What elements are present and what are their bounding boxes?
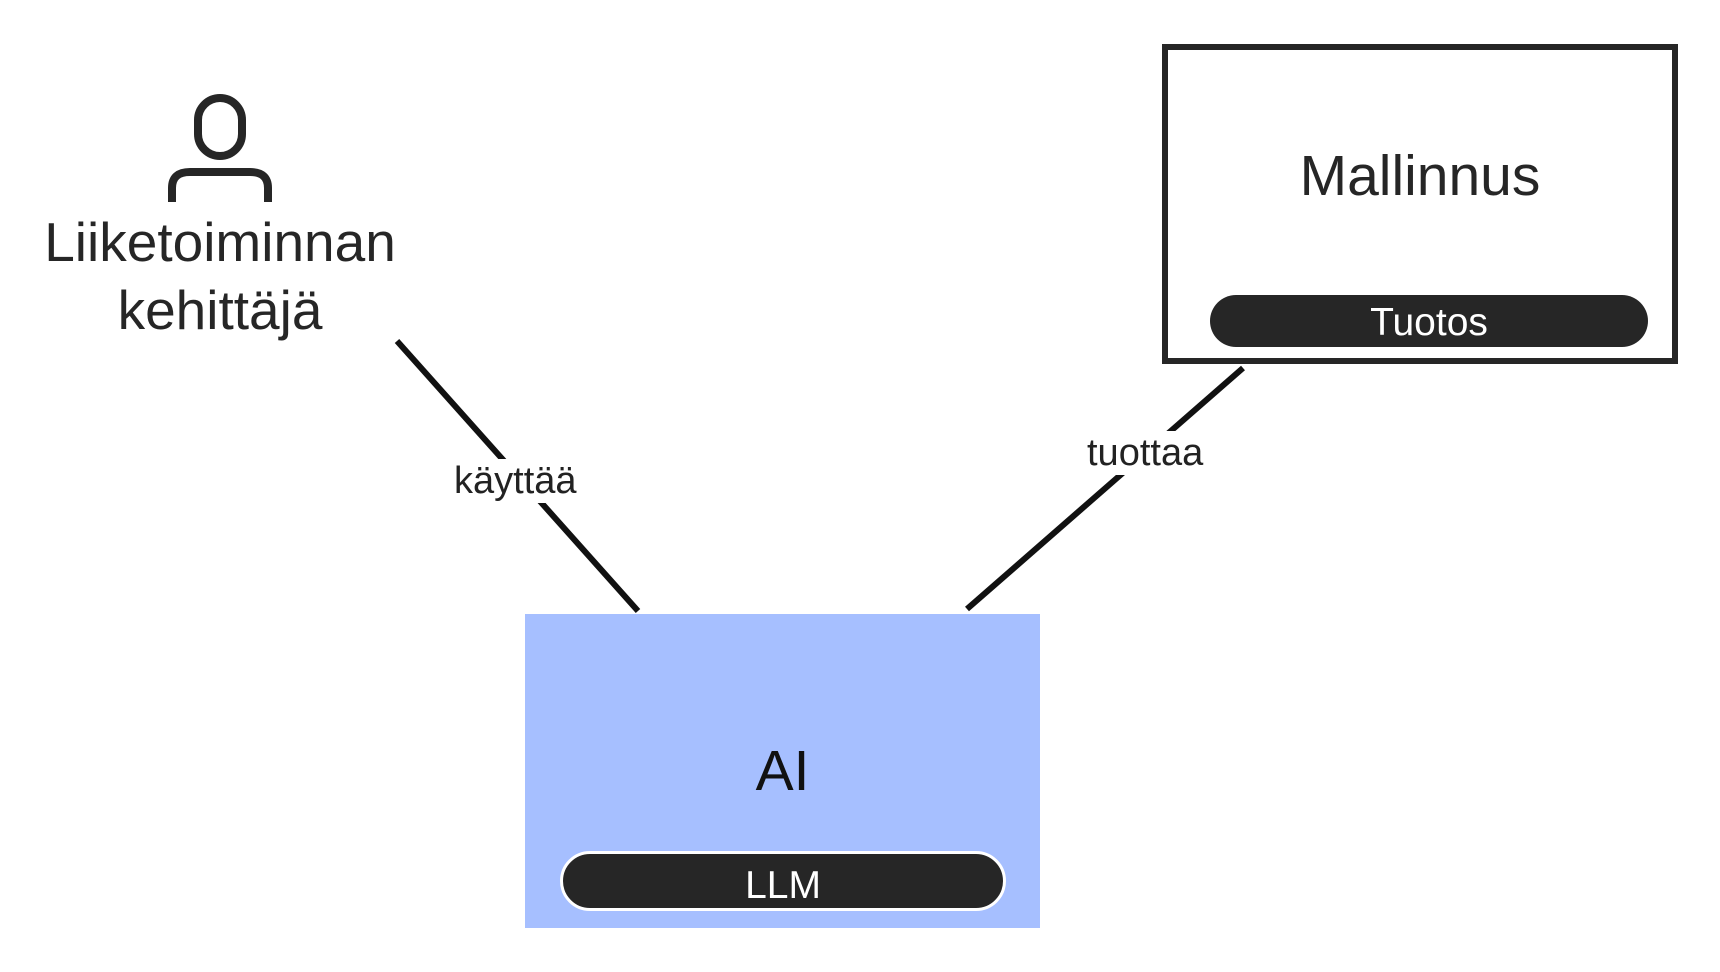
- actor-business-developer: Liiketoiminnan kehittäjä: [20, 94, 420, 344]
- person-icon: [168, 94, 272, 202]
- actor-label: Liiketoiminnan kehittäjä: [20, 208, 420, 344]
- output-node-tag: Tuotos: [1210, 295, 1648, 347]
- actor-label-line-1: Liiketoiminnan: [44, 211, 396, 273]
- ai-node: AI LLM: [525, 614, 1040, 928]
- output-node: Mallinnus Tuotos: [1162, 44, 1678, 364]
- edge-uses-label: käyttää: [450, 459, 581, 503]
- edge-produces-line: [965, 365, 1245, 612]
- output-node-title: Mallinnus: [1299, 144, 1541, 208]
- ai-node-title: AI: [755, 739, 810, 803]
- edge-produces-label: tuottaa: [1083, 431, 1208, 475]
- actor-label-line-2: kehittäjä: [117, 279, 323, 341]
- ai-node-tag: LLM: [560, 851, 1006, 911]
